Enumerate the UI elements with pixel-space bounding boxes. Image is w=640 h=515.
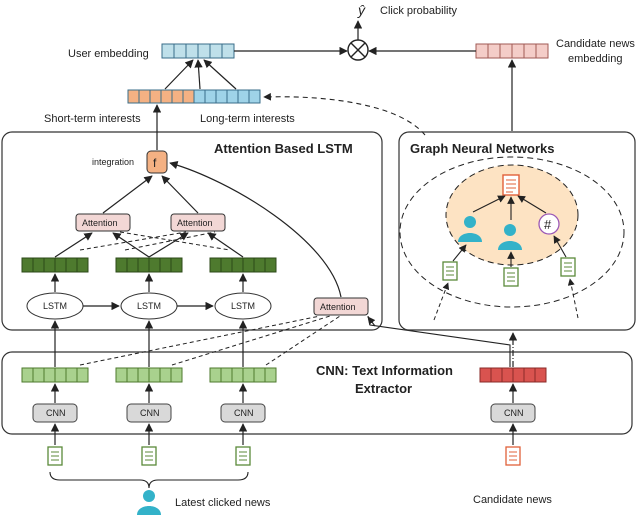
integration-function-box	[146, 150, 168, 174]
user-embedding-vector	[161, 43, 235, 59]
outer-to-doc1	[433, 282, 450, 321]
click-probability-label: Click probability	[380, 5, 458, 17]
candidate-news-icon	[505, 446, 521, 466]
clicked-news-icon-2	[141, 446, 157, 466]
gnn-neighbor-news-icon-1	[442, 261, 458, 281]
dashed-link-1	[79, 231, 187, 251]
integration-label: integration	[92, 157, 134, 167]
clicked-news-icon-3	[235, 446, 251, 466]
long-term-label: Long-term interests	[200, 113, 295, 125]
cnn-box-1-label: CNN	[46, 408, 66, 418]
cnn-box-candidate-label: CNN	[504, 408, 524, 418]
candidate-news-label: Candidate news	[473, 494, 552, 506]
att1-to-f-arrow	[102, 175, 153, 214]
long-to-user-arrow	[203, 59, 237, 90]
clicked-news-icon-1	[47, 446, 63, 466]
candidate-cnn-output-vector	[479, 367, 547, 383]
dashed-cnn2-att3	[171, 315, 331, 366]
attention-box-3	[313, 297, 369, 316]
cnn-output-vector-3	[209, 367, 277, 383]
lstm-cell-1-label: LSTM	[43, 301, 67, 311]
user-icon	[137, 490, 161, 515]
long-term-interest-vector	[193, 89, 261, 104]
att2-to-f-arrow	[161, 175, 199, 214]
hash-to-cand	[517, 195, 547, 214]
cnn-box-candidate	[490, 403, 536, 423]
dashed-link-2	[124, 231, 216, 251]
attention-box-1-label: Attention	[82, 218, 118, 228]
lstm-hidden-vector-3	[209, 257, 277, 273]
cnn-output-vector-2	[115, 367, 183, 383]
h1-to-att1	[54, 232, 93, 258]
latest-clicked-news-label: Latest clicked news	[175, 497, 271, 509]
cnn-panel	[1, 351, 633, 435]
candidate-news-embedding-vector	[475, 43, 549, 59]
attention-box-1	[75, 213, 131, 232]
cnn-title-line1: CNN: Text Information	[316, 363, 453, 378]
candidate-embedding-label-line1: Candidate news	[556, 38, 635, 50]
candidate-to-att3-line	[367, 315, 511, 367]
h3-to-att2	[207, 232, 244, 258]
gnn-candidate-news-icon	[502, 174, 520, 196]
cnn-title-line2: Extractor	[355, 381, 412, 396]
cnn-box-2	[126, 403, 172, 423]
gnn-outer-neighborhood	[399, 156, 625, 308]
gnn-neighbor-news-icon-3	[560, 257, 576, 277]
lstm-hidden-vector-1	[21, 257, 89, 273]
cnn-box-1	[32, 403, 78, 423]
mid-to-user-arrow	[194, 59, 203, 90]
user1-to-cand	[472, 195, 506, 213]
user-embedding-label: User embedding	[68, 48, 149, 60]
h2-to-att2	[148, 232, 189, 258]
doc1-to-user1	[452, 244, 467, 262]
clicked-news-brace	[49, 471, 249, 489]
outer-to-doc3	[567, 278, 579, 319]
dashed-cnn1-att3	[79, 315, 321, 366]
gnn-to-long-term-arrow	[263, 92, 426, 136]
attention-box-2-label: Attention	[177, 218, 213, 228]
gnn-panel	[398, 131, 636, 331]
short-to-user-arrow	[164, 59, 194, 90]
gnn-neighbor-news-icon-2	[503, 267, 519, 287]
gnn-title: Graph Neural Networks	[410, 141, 555, 156]
cnn-box-3	[220, 403, 266, 423]
y-hat-symbol: ŷ	[357, 2, 366, 18]
lstm-hidden-vector-2	[115, 257, 183, 273]
lstm-cell-3-label: LSTM	[231, 301, 255, 311]
gnn-user-icon-1	[458, 216, 482, 242]
f-symbol: f	[153, 156, 157, 170]
dashed-link-3	[119, 231, 231, 251]
candidate-to-att3-arrowhead	[367, 316, 376, 327]
attention-box-3-label: Attention	[320, 302, 356, 312]
attention-lstm-title: Attention Based LSTM	[214, 141, 353, 156]
gnn-hashtag-icon: #	[538, 213, 560, 235]
att3-to-f-arrow	[169, 161, 342, 298]
short-term-interest-vector	[127, 89, 195, 104]
hashtag-symbol: #	[544, 217, 552, 232]
candidate-embedding-label-line2: embedding	[568, 53, 622, 65]
attention-box-2	[170, 213, 226, 232]
short-term-label: Short-term interests	[44, 113, 141, 125]
lstm-cell-3	[214, 292, 272, 320]
cnn-box-3-label: CNN	[234, 408, 254, 418]
dashed-cnn3-att3	[265, 315, 341, 366]
lstm-cell-2-label: LSTM	[137, 301, 161, 311]
dot-product-operator	[347, 39, 369, 61]
doc3-to-hash	[553, 235, 567, 258]
gnn-user-icon-2	[498, 224, 522, 250]
h2-to-att1	[112, 232, 150, 258]
attention-lstm-panel	[1, 131, 383, 331]
cnn-output-vector-1	[21, 367, 89, 383]
cnn-box-2-label: CNN	[140, 408, 160, 418]
